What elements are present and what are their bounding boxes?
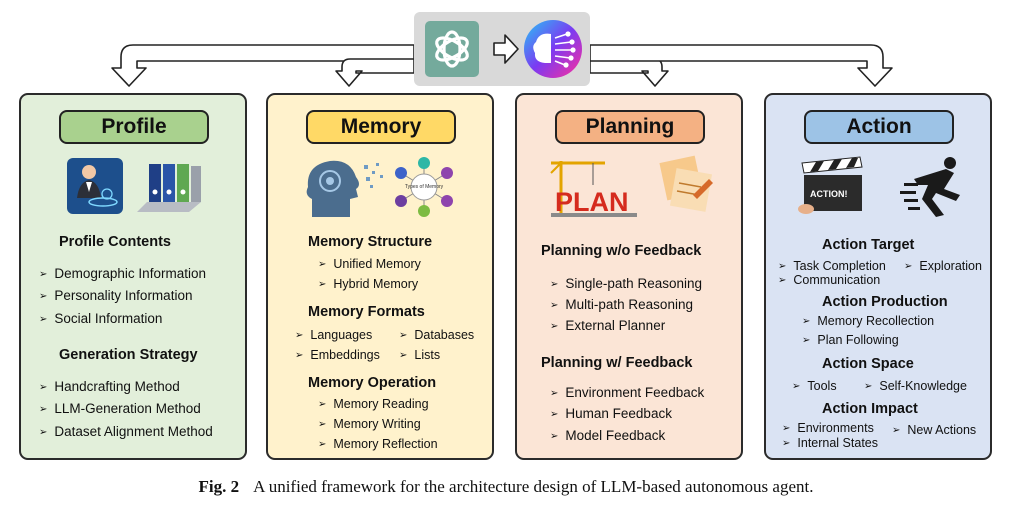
list-item: Languages [295, 328, 372, 342]
memory-wheel-label: Types of Memory [405, 184, 444, 190]
planning-with-feedback-heading: Planning w/ Feedback [541, 355, 693, 371]
llm-core-icons [425, 20, 582, 78]
openai-knot-icon [425, 21, 479, 77]
list-item: Self-Knowledge [864, 379, 967, 393]
list-item: External Planner [550, 318, 665, 333]
action-images: ACTION! [798, 156, 960, 217]
clapperboard-icon: ACTION! [798, 156, 863, 214]
list-item: Human Feedback [550, 406, 672, 421]
filing-cabinet-icon [137, 164, 201, 212]
list-item: Memory Reading [318, 397, 428, 411]
list-item: Embeddings [295, 348, 380, 362]
list-item: Single-path Reasoning [550, 276, 702, 291]
llm-core-box [414, 12, 590, 86]
profile-images [67, 158, 201, 214]
list-item: Environments [782, 421, 873, 435]
list-item: Exploration [904, 259, 982, 273]
list-item: Communication [778, 273, 880, 287]
list-item: Dataset Alignment Method [39, 424, 212, 439]
list-item: Personality Information [39, 288, 192, 303]
memory-panel: Memory Types of Memory [266, 93, 494, 460]
list-item: Model Feedback [550, 428, 665, 443]
arrow-to-memory [335, 58, 415, 87]
digital-head-icon [306, 160, 383, 217]
memory-operation-heading: Memory Operation [308, 375, 437, 391]
list-item: Social Information [39, 311, 162, 326]
arrow-to-action [589, 44, 893, 87]
list-item: Databases [399, 328, 474, 342]
neural-brain-icon [524, 20, 582, 78]
profile-title: Profile [59, 110, 209, 144]
list-item: Hybrid Memory [318, 277, 418, 291]
profile-panel: Profile Profile Contents Demographic Inf… [19, 93, 247, 460]
plan-word: PLAN [555, 187, 629, 217]
memory-types-wheel-icon: Types of Memory [395, 157, 453, 217]
arrow-to-planning [589, 58, 669, 87]
list-item: Memory Writing [318, 417, 420, 431]
action-space-heading: Action Space [822, 356, 914, 372]
action-title: Action [804, 110, 954, 144]
list-item: Multi-path Reasoning [550, 297, 693, 312]
action-panel: Action ACTION! Action Target Task Comple… [764, 93, 992, 460]
connector-arrows [111, 44, 893, 87]
list-item: New Actions [892, 423, 976, 437]
list-item: LLM-Generation Method [39, 401, 200, 416]
clapperboard-text: ACTION! [810, 189, 848, 199]
list-item: Handcrafting Method [39, 379, 179, 394]
generation-strategy-heading: Generation Strategy [59, 347, 198, 363]
arrow-to-profile [111, 44, 415, 87]
outline-right-arrow-icon [493, 34, 519, 64]
memory-images: Types of Memory [306, 157, 453, 217]
planning-images: PLAN [550, 155, 713, 217]
sticky-notes-icon [659, 155, 713, 212]
businessman-hologram-icon [67, 158, 123, 214]
list-item: Environment Feedback [550, 385, 704, 400]
list-item: Memory Reflection [318, 437, 437, 451]
plan-crane-icon: PLAN [550, 161, 637, 217]
figure-label: Fig. 2 [198, 477, 240, 496]
action-production-heading: Action Production [822, 294, 948, 310]
profile-contents-heading: Profile Contents [59, 234, 171, 250]
action-target-heading: Action Target [822, 237, 915, 253]
figure-caption: Fig. 2 A unified framework for the archit… [0, 477, 1012, 497]
list-item: Lists [399, 348, 440, 362]
list-item: Task Completion [778, 259, 885, 273]
memory-formats-heading: Memory Formats [308, 304, 425, 320]
running-figure-icon [900, 157, 960, 217]
list-item: Internal States [782, 436, 878, 450]
memory-title: Memory [306, 110, 456, 144]
list-item: Demographic Information [39, 266, 206, 281]
figure-caption-text: A unified framework for the architecture… [253, 477, 814, 496]
list-item: Tools [792, 379, 836, 393]
list-item: Plan Following [802, 333, 898, 347]
planning-title: Planning [555, 110, 705, 144]
memory-structure-heading: Memory Structure [308, 234, 433, 250]
planning-without-feedback-heading: Planning w/o Feedback [541, 243, 702, 259]
list-item: Memory Recollection [802, 314, 934, 328]
planning-panel: Planning PLAN Planning w/o Feedback Sing… [515, 93, 743, 460]
action-impact-heading: Action Impact [822, 401, 918, 417]
list-item: Unified Memory [318, 257, 421, 271]
